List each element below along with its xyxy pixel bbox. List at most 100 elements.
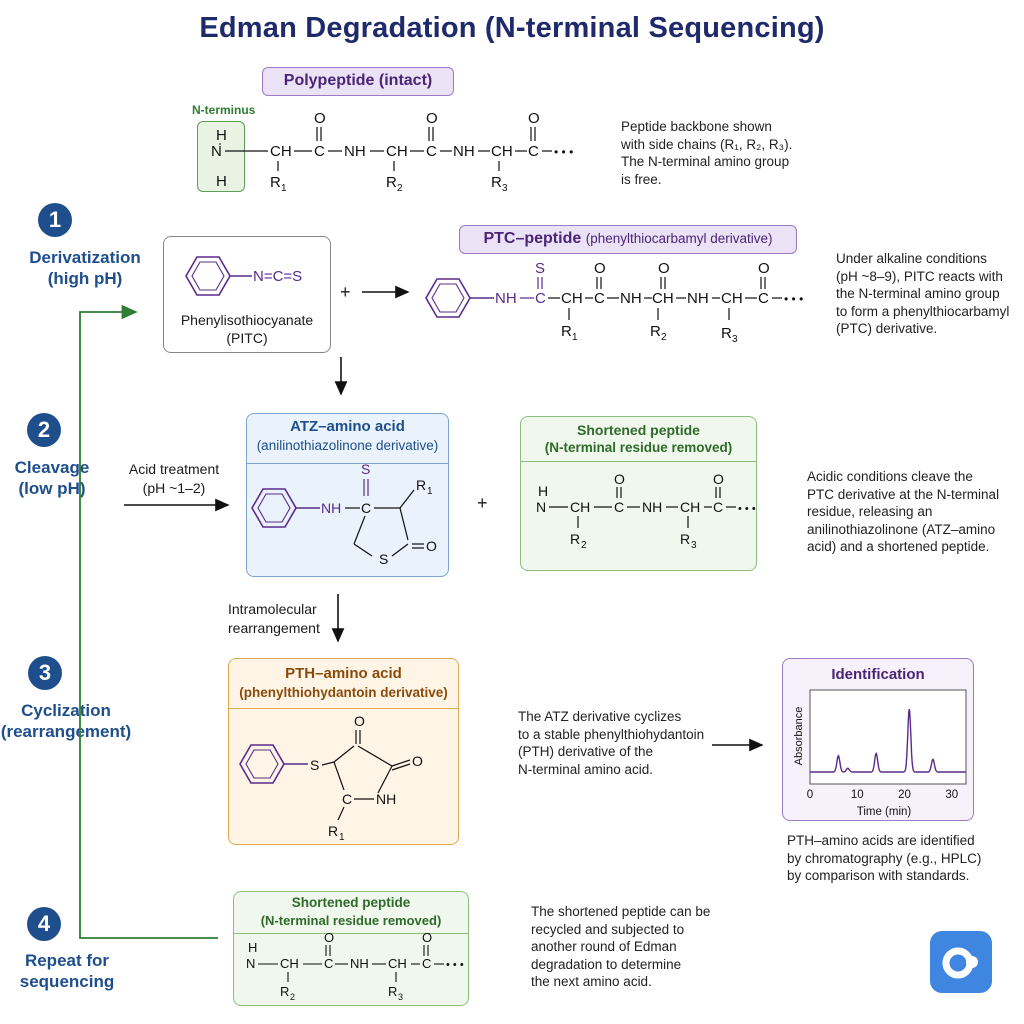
svg-text:2: 2 xyxy=(581,540,587,551)
svg-text:O: O xyxy=(412,753,423,769)
step-3-label: Cyclization(rearrangement) xyxy=(0,701,132,741)
chart-trace xyxy=(810,708,966,773)
repeat-header-divider xyxy=(233,891,469,934)
svg-text:1: 1 xyxy=(339,832,345,840)
step-2-badge: 2 xyxy=(27,413,61,447)
atz-header: ATZ–amino acid xyxy=(290,418,405,435)
ptc-header-box xyxy=(459,225,797,254)
svg-text:2: 2 xyxy=(661,332,667,343)
svg-text:3: 3 xyxy=(502,183,508,194)
svg-text:S: S xyxy=(310,757,319,773)
step-2-label: Cleavage(low pH) xyxy=(14,458,90,498)
pth-header-divider xyxy=(228,658,459,709)
svg-text:O: O xyxy=(658,260,670,277)
pth-header: PTH–amino acid xyxy=(285,665,402,682)
svg-text:R: R xyxy=(416,477,426,493)
repeat-subheader: (N-terminal residue removed) xyxy=(260,913,442,928)
plus-sign-2: + xyxy=(477,493,488,513)
recycle-line xyxy=(79,304,218,939)
svg-text:NH: NH xyxy=(376,791,396,807)
svg-text:O: O xyxy=(426,538,437,554)
svg-text:O: O xyxy=(354,713,365,729)
svg-text:R: R xyxy=(650,323,661,340)
svg-text:CH: CH xyxy=(388,956,407,971)
svg-text:N=C=S: N=C=S xyxy=(253,268,302,285)
svg-text:R: R xyxy=(386,174,397,191)
svg-text:O: O xyxy=(314,110,326,127)
svg-text:3: 3 xyxy=(732,334,738,345)
chart-ylabel: Absorbance xyxy=(793,707,805,766)
chart-x-tick-label: 0 xyxy=(807,789,813,801)
svg-text:R: R xyxy=(721,325,732,342)
svg-text:O: O xyxy=(528,110,540,127)
app-logo xyxy=(930,931,992,993)
svg-text:O: O xyxy=(594,260,606,277)
acid-treatment-label: Acid treatment(pH ~1–2) xyxy=(128,461,220,496)
svg-text:C: C xyxy=(535,290,546,307)
svg-text:O: O xyxy=(422,930,432,945)
shortened-peptide-box xyxy=(520,416,757,571)
svg-text:H: H xyxy=(216,173,227,190)
logo-icon xyxy=(942,947,978,979)
svg-text:C: C xyxy=(426,143,437,160)
svg-text:NH: NH xyxy=(495,290,517,307)
svg-text:CH: CH xyxy=(680,499,700,515)
svg-text:H: H xyxy=(248,940,257,955)
svg-text:R: R xyxy=(270,174,281,191)
svg-text:• • •: • • • xyxy=(446,959,464,971)
atz-subheader: (anilinothiazolinone derivative) xyxy=(256,438,439,453)
ptc-header: PTC–peptide (phenylthiocarbamyl derivati… xyxy=(483,230,773,247)
svg-text:N: N xyxy=(536,499,546,515)
svg-text:NH: NH xyxy=(642,499,662,515)
svg-text:C: C xyxy=(342,791,352,807)
polypeptide-header: Polypeptide (intact) xyxy=(283,72,433,89)
svg-text:C: C xyxy=(422,956,431,971)
atz-header-divider xyxy=(246,413,449,464)
svg-text:CH: CH xyxy=(570,499,590,515)
plus-sign-1: + xyxy=(340,282,351,302)
svg-text:CH: CH xyxy=(491,143,513,160)
svg-text:2: 2 xyxy=(397,183,403,194)
svg-text:O: O xyxy=(758,260,770,277)
step-1-label: Derivatization(high pH) xyxy=(29,248,141,288)
chart-xlabel: Time (min) xyxy=(857,806,912,818)
svg-text:R: R xyxy=(561,323,572,340)
identification-title: Identification xyxy=(831,666,925,683)
svg-text:NH: NH xyxy=(344,143,366,160)
svg-text:R: R xyxy=(280,984,289,999)
svg-text:C: C xyxy=(713,499,723,515)
svg-text:CH: CH xyxy=(270,143,292,160)
pth-box xyxy=(228,658,459,845)
chart-x-tick-label: 30 xyxy=(945,789,958,801)
page-title: Edman Degradation (N-terminal Sequencing… xyxy=(199,12,825,44)
svg-text:O: O xyxy=(324,930,334,945)
svg-text:NH: NH xyxy=(350,956,369,971)
svg-text:N: N xyxy=(246,956,255,971)
chart-x-tick-label: 20 xyxy=(898,789,911,801)
pitc-structure: N=C=S xyxy=(185,256,302,296)
ptc-note: Under alkaline conditions(pH ~8–9), PITC… xyxy=(836,251,1010,336)
pitc-name: Phenylisothiocyanate(PITC) xyxy=(180,312,314,346)
svg-text:2: 2 xyxy=(290,992,295,1002)
n-terminus-label: N-terminus xyxy=(192,103,256,117)
repeat-peptide-box xyxy=(233,891,469,1006)
polypeptide-header-box xyxy=(262,67,454,96)
svg-text:C: C xyxy=(528,143,539,160)
svg-text:CH: CH xyxy=(561,290,583,307)
svg-text:C: C xyxy=(614,499,624,515)
svg-text:R: R xyxy=(491,174,502,191)
svg-text:R: R xyxy=(570,531,580,547)
step-3-badge: 3 xyxy=(28,656,62,690)
svg-text:S: S xyxy=(361,461,370,477)
svg-text:C: C xyxy=(314,143,325,160)
